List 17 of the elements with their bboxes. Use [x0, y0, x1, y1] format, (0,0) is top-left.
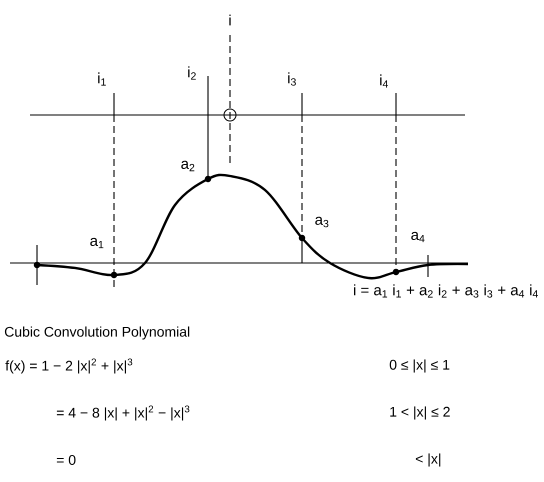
axis-label: i$_{2}$ [188, 66, 196, 80]
axis-label: i$_{1}$ [98, 72, 106, 86]
equation: = 4 − 8 |x| + |x|$^{2}$ − |x|$^{3}$ [56, 405, 190, 420]
point-label: a$_{2}$ [181, 160, 194, 172]
equation: i = a$_{1}$ i$_{1}$ + a$_{2}$ i$_{2}$ + a$_{3}$ i$_{3}$ + a$_{4}$ i$_{4}$ [354, 284, 538, 298]
point-label: a$_{3}$ [315, 216, 328, 228]
heading: Cubic Convolution Polynomial [4, 326, 190, 340]
axis-label: i [229, 14, 231, 26]
point-label: a$_{4}$ [411, 232, 425, 242]
equation: f(x) = 1 − 2 |x|$^{2}$ + |x|$^{3}$ [5, 358, 132, 374]
equation: = 0 [56, 455, 76, 465]
condition: < |x| [416, 453, 440, 467]
point-label: a$_{1}$ [90, 238, 104, 248]
axis-label: i$_{4}$ [380, 74, 388, 88]
condition: 1 < |x| ≤ 2 [390, 406, 450, 420]
condition: 0 ≤ |x| ≤ 1 [390, 359, 450, 373]
axis-label: i$_{3}$ [288, 72, 296, 86]
